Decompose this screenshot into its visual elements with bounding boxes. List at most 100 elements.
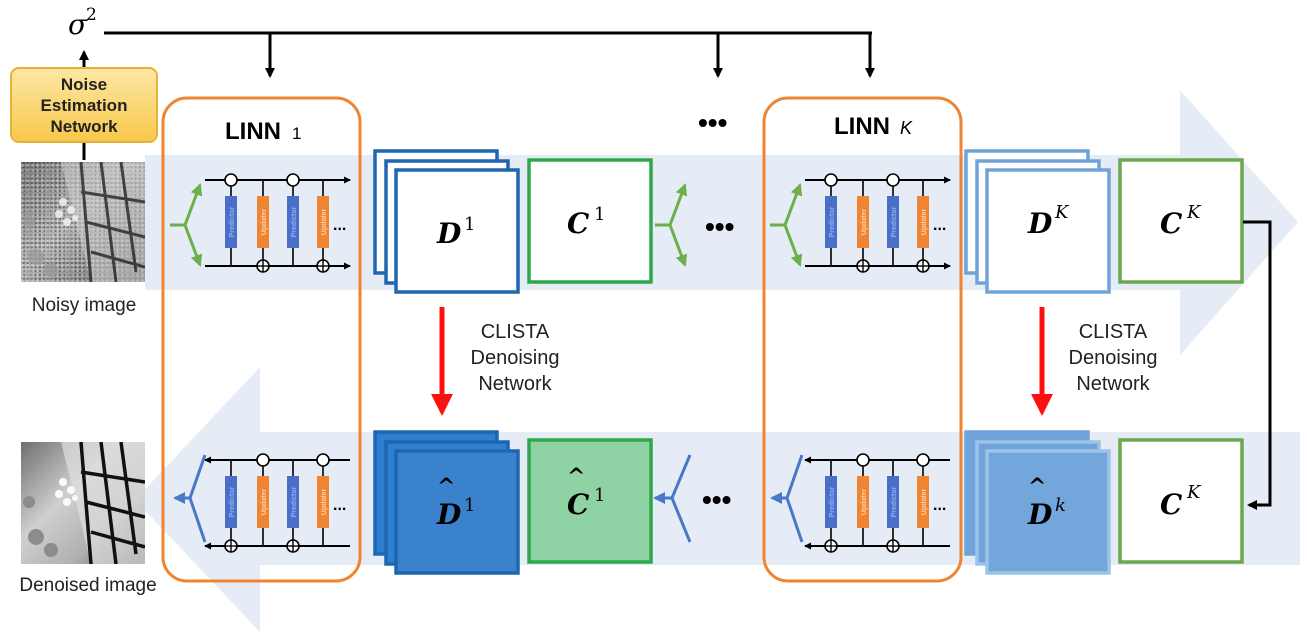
block-d1-hat: D ^ 1 xyxy=(373,430,520,575)
updater-label: Updater xyxy=(861,209,868,236)
split-node xyxy=(286,173,300,187)
split-symbol-k xyxy=(770,183,803,267)
svg-text:K: K xyxy=(1186,202,1202,223)
more-steps-ellipsis: ... xyxy=(333,497,346,514)
merge-symbol-1 xyxy=(173,454,207,543)
sum-node xyxy=(224,539,238,553)
svg-text:•••: ••• xyxy=(698,107,727,138)
updater-label: Updater xyxy=(261,209,268,236)
more-steps-ellipsis: ... xyxy=(333,217,346,234)
denoised-image xyxy=(21,442,145,564)
svg-text:σ: σ xyxy=(68,8,88,41)
sigma-distribution-lines xyxy=(79,31,875,160)
block-ck-out: C K xyxy=(1118,438,1244,564)
sum-node xyxy=(886,539,900,553)
predictor-label: Predictor xyxy=(291,206,298,237)
svg-text:2: 2 xyxy=(86,5,97,25)
noise-estimation-line-1: Noise xyxy=(60,74,108,94)
split-node xyxy=(824,173,838,187)
sum-node xyxy=(856,259,870,273)
split-node xyxy=(886,173,900,187)
sum-node xyxy=(316,259,330,273)
svg-text:D: D xyxy=(1027,498,1053,531)
updater-label: Updater xyxy=(861,489,868,516)
svg-text:^: ^ xyxy=(1028,474,1046,500)
svg-text:D: D xyxy=(1027,207,1053,240)
predictor-label: Predictor xyxy=(891,486,898,517)
noise-estimation-line-2: Estimation xyxy=(40,95,128,115)
predictor-block xyxy=(825,476,837,528)
predictor-label: Predictor xyxy=(829,206,836,237)
ellipsis-top: ••• xyxy=(698,107,727,138)
updater-block xyxy=(317,196,329,248)
linn-1-title: LINN 1 xyxy=(225,118,301,145)
sigma-label: σ 2 xyxy=(68,5,97,41)
svg-text:K: K xyxy=(900,118,913,138)
noise-estimation-line-3: Network xyxy=(50,116,118,136)
svg-text:1: 1 xyxy=(464,495,475,516)
updater-block xyxy=(917,476,929,528)
svg-text:Network: Network xyxy=(478,373,552,395)
ellipsis-mid-top: ••• xyxy=(705,211,734,242)
feedback-arrow xyxy=(1243,220,1272,510)
merge-symbol-mid xyxy=(653,454,692,543)
updater-block xyxy=(257,476,269,528)
split-symbol-mid xyxy=(655,183,688,267)
updater-label: Updater xyxy=(321,209,328,236)
more-steps-ellipsis: ... xyxy=(933,497,946,514)
svg-text:C: C xyxy=(567,488,590,521)
svg-text:CLISTA: CLISTA xyxy=(1079,321,1148,343)
sum-node xyxy=(824,539,838,553)
split-node xyxy=(916,453,930,467)
block-dk-hat: D ^ k xyxy=(964,430,1111,575)
predictor-block xyxy=(887,196,899,248)
svg-text:K: K xyxy=(1186,482,1202,503)
updater-block xyxy=(917,196,929,248)
svg-text:LINN: LINN xyxy=(834,113,890,140)
lifting-module-forward-k: Predictor Updater Predictor Updater... xyxy=(805,173,951,273)
svg-text:C: C xyxy=(1160,488,1183,521)
svg-text:D: D xyxy=(436,498,462,531)
ellipsis-mid-bottom: ••• xyxy=(702,484,731,515)
svg-text:K: K xyxy=(1054,202,1070,223)
predictor-label: Predictor xyxy=(291,486,298,517)
svg-text:^: ^ xyxy=(437,474,455,500)
split-node xyxy=(316,453,330,467)
svg-text:1: 1 xyxy=(464,214,475,235)
sum-node xyxy=(286,539,300,553)
svg-text:•••: ••• xyxy=(702,484,731,515)
svg-text:C: C xyxy=(1160,207,1183,240)
updater-block xyxy=(857,196,869,248)
block-c1: C 1 xyxy=(527,158,653,284)
predictor-block xyxy=(287,476,299,528)
more-steps-ellipsis: ... xyxy=(933,217,946,234)
svg-text:LINN: LINN xyxy=(225,118,281,145)
updater-block xyxy=(857,476,869,528)
updater-label: Updater xyxy=(261,489,268,516)
predictor-block xyxy=(225,196,237,248)
svg-text:Denoising: Denoising xyxy=(1069,347,1158,369)
predictor-block xyxy=(825,196,837,248)
svg-text:D: D xyxy=(436,217,462,250)
split-node xyxy=(856,453,870,467)
split-node xyxy=(224,173,238,187)
predictor-block xyxy=(287,196,299,248)
svg-text:1: 1 xyxy=(292,124,301,143)
denoised-image-caption: Denoised image xyxy=(19,575,156,596)
updater-block xyxy=(317,476,329,528)
predictor-block xyxy=(887,476,899,528)
updater-label: Updater xyxy=(921,209,928,236)
updater-label: Updater xyxy=(321,489,328,516)
predictor-label: Predictor xyxy=(891,206,898,237)
split-node xyxy=(256,453,270,467)
linn-k-box xyxy=(762,96,963,583)
updater-block xyxy=(257,196,269,248)
noise-estimation-network: Noise Estimation Network xyxy=(10,67,158,143)
split-symbol-1 xyxy=(170,183,203,267)
svg-text:CLISTA: CLISTA xyxy=(481,321,550,343)
predictor-label: Predictor xyxy=(829,486,836,517)
block-ck: C K xyxy=(1118,158,1244,284)
linn-1-box xyxy=(161,96,362,583)
